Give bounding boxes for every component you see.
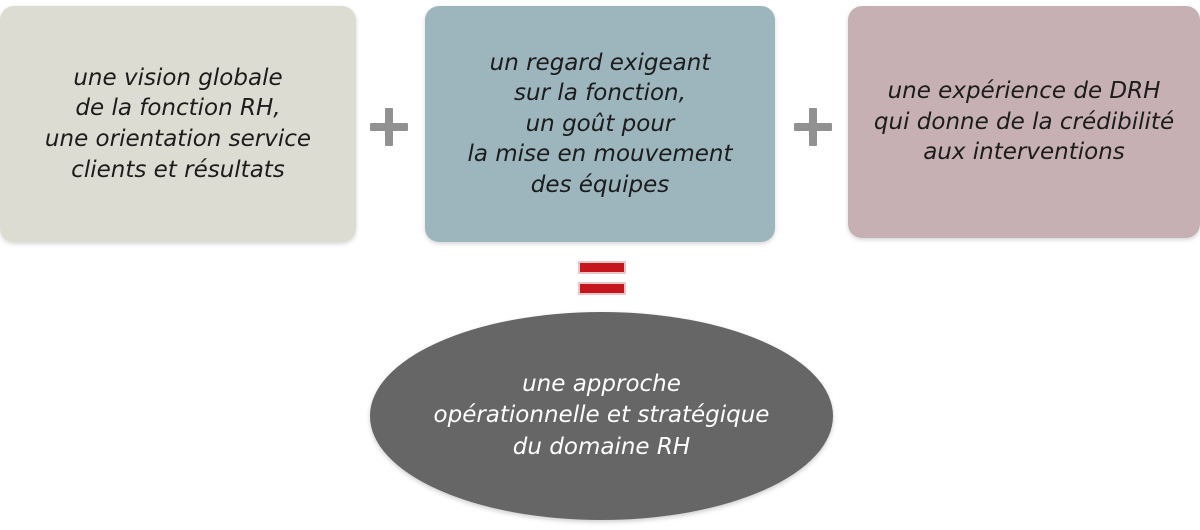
term-box-experience-text: une expérience de DRH qui donne de la cr… (873, 78, 1175, 166)
plus-icon-2 (791, 105, 835, 149)
term-box-regard-text: un regard exigeant sur la fonction, un g… (467, 49, 733, 198)
equals-icon-top-bar (578, 261, 626, 274)
plus-icon-2-vertical-bar (809, 108, 817, 146)
term-box-experience: une expérience de DRH qui donne de la cr… (848, 6, 1200, 238)
result-ellipse: une approche opérationnelle et stratégiq… (370, 312, 833, 520)
term-box-regard: un regard exigeant sur la fonction, un g… (425, 6, 775, 242)
equals-icon-bottom-bar (578, 282, 626, 295)
equals-icon (578, 261, 626, 299)
plus-icon-1-vertical-bar (385, 108, 393, 146)
result-ellipse-text: une approche opérationnelle et stratégiq… (433, 371, 770, 460)
term-box-vision: une vision globale de la fonction RH, un… (0, 6, 356, 242)
term-box-vision-text: une vision globale de la fonction RH, un… (44, 64, 312, 183)
plus-icon-1 (367, 105, 411, 149)
